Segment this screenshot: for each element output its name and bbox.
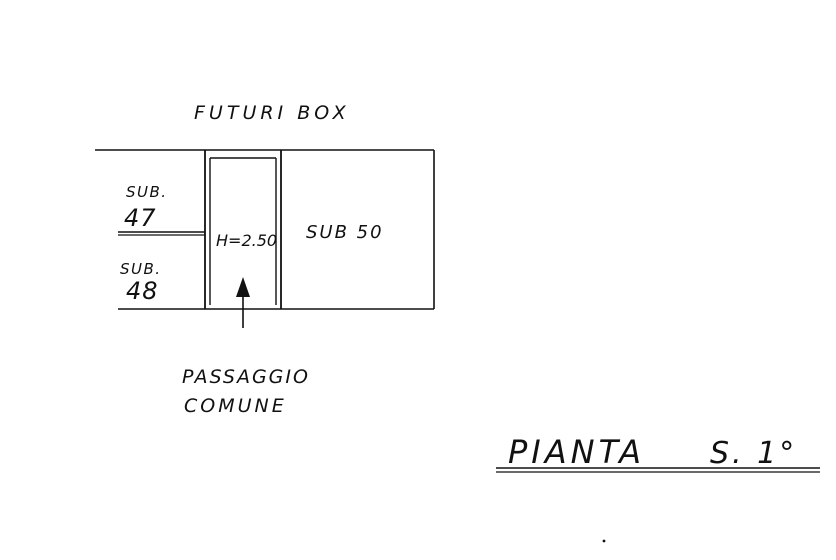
plan-outline — [95, 149, 435, 310]
passage-label-line2: COMUNE — [184, 395, 287, 417]
corridor-walls — [204, 150, 282, 309]
height-label: H=2.50 — [216, 231, 277, 250]
plan-title: PIANTA — [508, 433, 645, 471]
sub-48-number: 48 — [126, 277, 159, 305]
scan-speck — [602, 539, 606, 543]
sub-50-label: SUB 50 — [306, 222, 384, 243]
sub-47-prefix: SUB. — [126, 183, 168, 201]
floor-label: S. 1° — [710, 436, 797, 471]
passage-label-line1: PASSAGGIO — [182, 366, 310, 388]
futuri-box-label: FUTURI BOX — [194, 102, 350, 124]
sub-47-number: 47 — [124, 204, 157, 232]
sub-48-prefix: SUB. — [120, 260, 162, 278]
arrow-up-icon — [236, 277, 250, 328]
